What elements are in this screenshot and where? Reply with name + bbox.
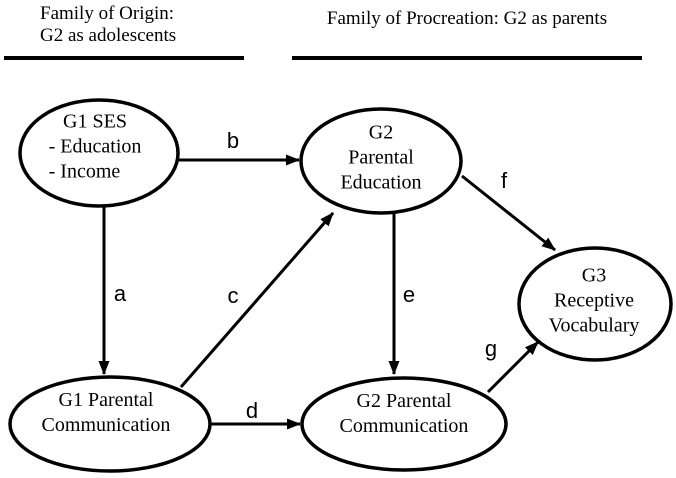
edge-a-label: a <box>113 281 127 306</box>
g1-ses-title: G1 SES <box>63 110 127 133</box>
g2-parental-education-label: G2 Parental Education <box>340 121 421 196</box>
right-section-header-line1: Family of Procreation: G2 as parents <box>326 8 608 29</box>
g1-ses-ellipse <box>18 98 180 208</box>
g2-parental-communication-line1: G2 Parental <box>356 390 452 412</box>
g1-ses-item-income: - Income <box>48 160 121 183</box>
left-section-header-line1: Family of Origin: <box>40 3 175 24</box>
edge-g-label: g <box>484 336 498 361</box>
edge-d-label: d <box>245 398 259 423</box>
g2-parental-education-line2: Parental <box>348 146 414 169</box>
g1-ses-item-education: - Education <box>48 135 142 158</box>
g3-receptive-vocabulary-line1: G3 <box>581 264 607 287</box>
edge-f-label: f <box>500 168 508 193</box>
edge-c-arrow <box>179 212 335 388</box>
edge-b-label: b <box>226 128 240 153</box>
edge-e-label: e <box>402 282 416 307</box>
g1-parental-communication-line2: Communication <box>41 414 171 436</box>
g2-parental-education-ellipse <box>299 107 463 215</box>
left-section-header-line2: G2 as adolescents <box>40 25 177 46</box>
g2-parental-communication-label: G2 Parental Communication <box>340 389 469 439</box>
g3-receptive-vocabulary-ellipse <box>517 246 673 362</box>
right-section-header: Family of Procreation: G2 as parents <box>292 8 642 30</box>
g2-parental-education-line3: Education <box>340 171 422 194</box>
g2-parental-education-line1: G2 <box>368 121 394 144</box>
g3-receptive-vocabulary-line3: Vocabulary <box>548 314 640 337</box>
g1-parental-communication-label: G1 Parental Communication <box>42 388 171 438</box>
edge-g-arrow <box>486 340 540 394</box>
g1-ses-label: G1 SES - Education - Income <box>49 110 142 185</box>
left-section-header: Family of Origin: G2 as adolescents <box>40 3 176 47</box>
g1-parental-communication-line1: G1 Parental <box>58 389 154 411</box>
left-header-underline <box>4 56 244 60</box>
edge-c-label: c <box>227 283 239 308</box>
g3-receptive-vocabulary-line2: Receptive <box>554 289 634 312</box>
g1-parental-communication-ellipse <box>8 375 212 473</box>
g2-parental-communication-line2: Communication <box>339 415 469 437</box>
g2-parental-communication-ellipse <box>300 376 508 472</box>
g3-receptive-vocabulary-label: G3 Receptive Vocabulary <box>549 264 640 339</box>
edge-f-arrow <box>461 174 556 252</box>
right-header-underline <box>292 56 642 60</box>
